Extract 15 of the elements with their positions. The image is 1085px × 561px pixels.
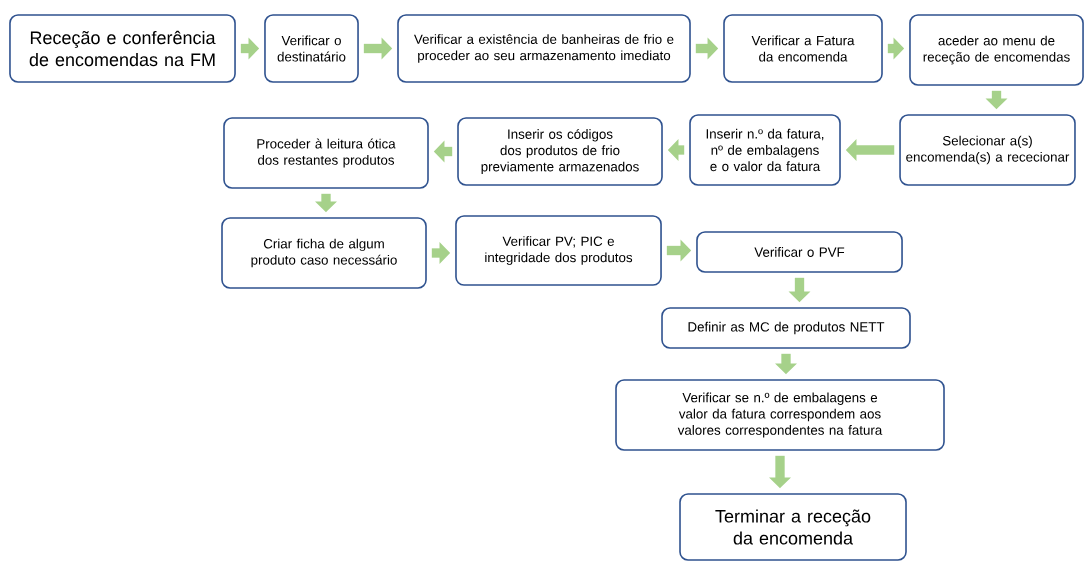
process-box: aceder ao menu de receção de encomendas — [909, 14, 1084, 86]
process-box: Verificar o destinatário — [264, 14, 359, 83]
process-box: Verificar se n.º de embalagens e valor da fatura correspondem aos valores correspondentes na fatura — [615, 379, 945, 451]
process-box: Verificar a existência de banheiras de frio e proceder ao seu armazenamento imediato — [397, 14, 691, 83]
process-box: Inserir n.º da fatura, nº de embalagens e o valor da fatura — [689, 114, 841, 186]
process-box: Terminar a receção da encomenda — [679, 493, 907, 561]
process-box: Verificar a Fatura da encomenda — [723, 14, 883, 83]
process-box: Definir as MC de produtos NETT — [661, 307, 911, 349]
process-box: Proceder à leitura ótica dos restantes produtos — [223, 117, 429, 189]
process-box: Receção e conferência de encomendas na FM — [9, 14, 236, 83]
process-box: Criar ficha de algum produto caso necessário — [221, 217, 427, 289]
process-box: Selecionar a(s) encomenda(s) a rececionar — [899, 114, 1076, 186]
process-box: Verificar o PVF — [696, 231, 903, 273]
process-box: Inserir os códigos dos produtos de frio previamente armazenados — [457, 117, 663, 186]
process-box: Verificar PV; PIC e integridade dos produtos — [455, 215, 662, 286]
